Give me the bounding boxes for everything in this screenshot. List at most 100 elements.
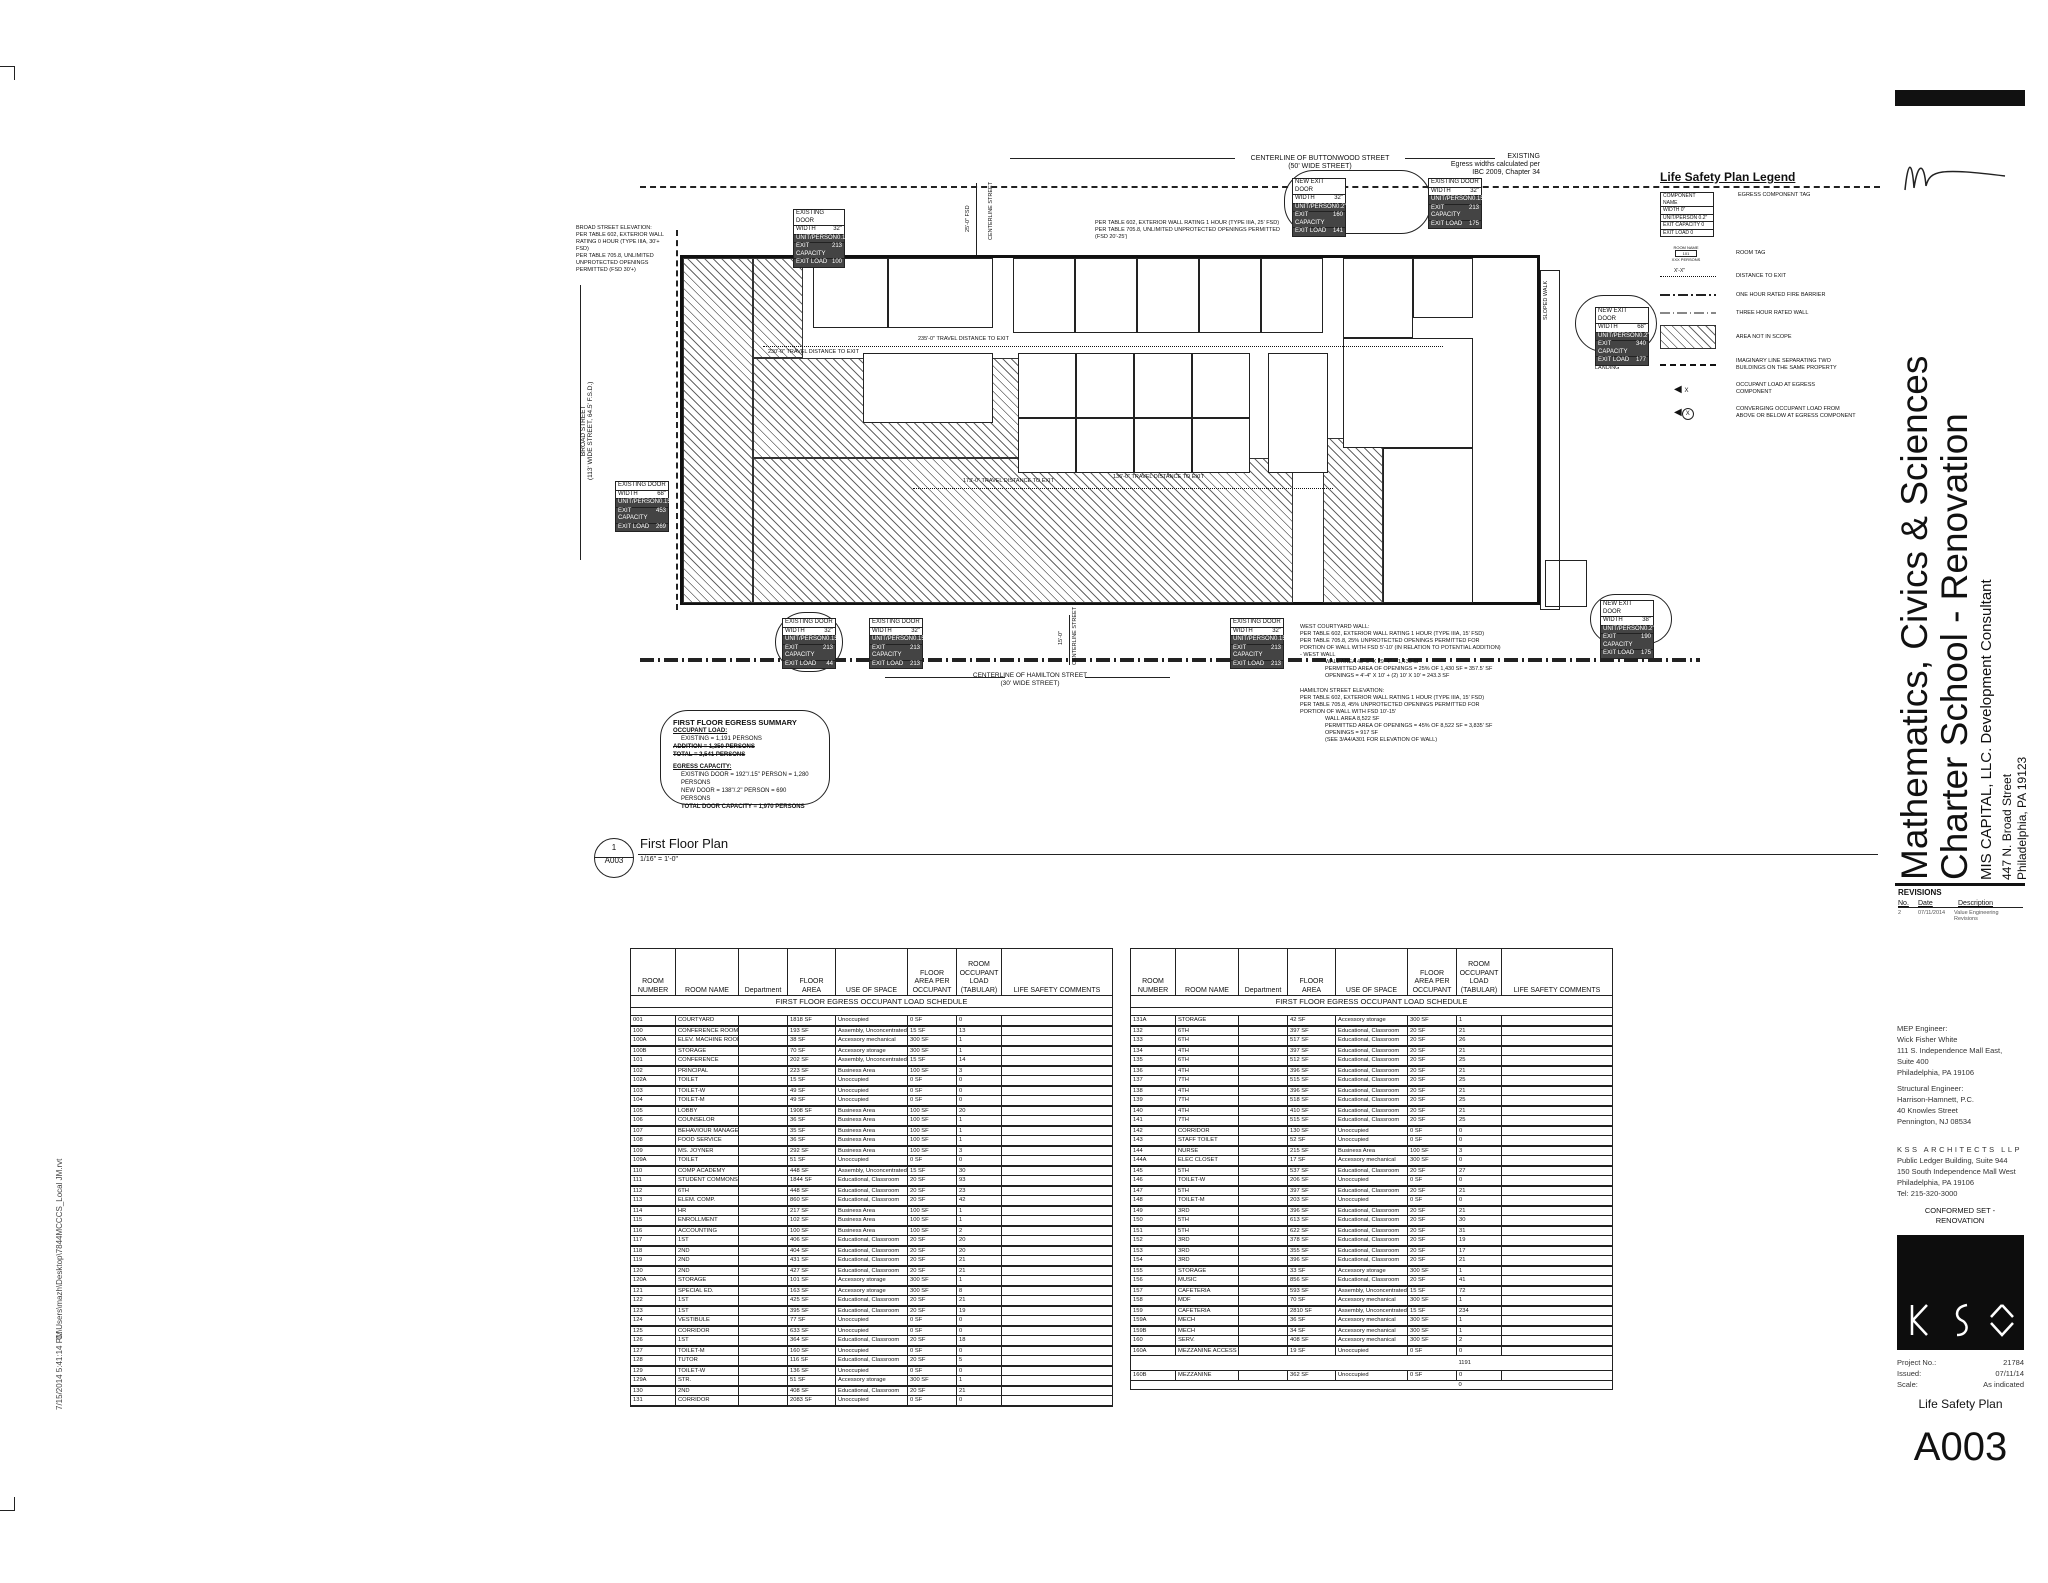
table-cell: TOILET-W [675, 1365, 739, 1376]
table-cell [738, 1165, 788, 1176]
note-line: UNPROTECTED OPENINGS [576, 260, 649, 266]
table-cell [1501, 1045, 1613, 1056]
column-header: LIFE SAFETY COMMENTS [1501, 948, 1613, 996]
table-cell: 20 SF [1407, 1025, 1457, 1036]
tag-name: EXISTING DOOR [785, 619, 833, 625]
table-cell: 131A [1130, 1015, 1176, 1027]
table-cell: CORRIDOR [675, 1325, 739, 1336]
table-cell: Assembly, Unconcentrated [835, 1025, 908, 1036]
note-line: PER TABLE 705.8, 25% UNPROTECTED OPENING… [1300, 638, 1480, 644]
table-cell: Educational, Classroom [835, 1245, 908, 1256]
column-header: USE OF SPACE [1335, 948, 1408, 996]
table-cell: 113 [630, 1195, 676, 1207]
table-cell: Business Area [835, 1135, 908, 1147]
table-cell: 397 SF [1287, 1045, 1336, 1056]
table-cell: CAFETERIA [1175, 1305, 1239, 1316]
table-cell [1238, 1015, 1288, 1027]
table-cell: 15 SF [907, 1165, 957, 1176]
room [863, 353, 993, 423]
table-cell: 2 [1456, 1335, 1502, 1347]
table-cell: 0 [956, 1365, 1002, 1376]
table-cell [1238, 1265, 1288, 1276]
table-cell: 101 SF [787, 1275, 836, 1287]
table-cell: CONFERENCE [675, 1055, 739, 1067]
table-cell: 130 SF [1287, 1125, 1336, 1136]
legend-row: AREA NOT IN SCOPE [1660, 322, 1875, 352]
table-cell: 0 SF [907, 1325, 957, 1336]
table-cell: 1 [1456, 1265, 1502, 1276]
table-cell: Accessory storage [835, 1375, 908, 1387]
table-cell [1238, 1035, 1288, 1047]
bottom-street-label: CENTERLINE OF HAMILTON STREET (30' WIDE … [965, 672, 1095, 687]
table-cell: COURTYARD [675, 1015, 739, 1027]
north-wall-note: PER TABLE 602, EXTERIOR WALL RATING 1 HO… [1095, 220, 1295, 241]
summary-new-door: NEW DOOR = 138"/.2" PERSON = 690 PERSONS [681, 788, 787, 802]
kss-logo [1897, 1235, 2024, 1350]
note-line: PERMITTED (FSD 30'+) [576, 267, 636, 273]
table-cell: 100 SF [907, 1135, 957, 1147]
table-cell: Accessory mechanical [1335, 1315, 1408, 1327]
table-cell: 20 SF [907, 1255, 957, 1267]
top-street-width: (50' WIDE STREET) [1288, 163, 1352, 170]
table-cell: Accessory mechanical [1335, 1335, 1408, 1347]
table-cell [1501, 1185, 1613, 1196]
legend-label: IMAGINARY LINE SEPARATING TWO BUILDINGS … [1736, 358, 1837, 371]
table-cell: 431 SF [787, 1255, 836, 1267]
egress-note-1: Egress widths calculated per [1450, 161, 1540, 168]
summary-title: FIRST FLOOR EGRESS SUMMARY [673, 718, 797, 727]
table-cell [1238, 1285, 1288, 1296]
column-header: FLOOR AREA PER OCCUPANT [1407, 948, 1457, 996]
room [1343, 258, 1413, 338]
table-cell: 203 SF [1287, 1195, 1336, 1207]
table-cell: 0 [1456, 1175, 1502, 1187]
consultant-line: Wick Fisher White [1897, 1035, 1958, 1044]
value: As indicated [1983, 1380, 2024, 1389]
table-cell: 0 [1456, 1370, 1502, 1381]
table-cell: 300 SF [1407, 1335, 1457, 1347]
table-cell: 1 [1456, 1325, 1502, 1336]
table-cell: Accessory storage [835, 1275, 908, 1287]
area-not-in-scope [753, 258, 803, 358]
table-cell: STORAGE [1175, 1265, 1239, 1276]
table-cell: 408 SF [787, 1385, 836, 1396]
table-cell: 21 [956, 1385, 1002, 1396]
legend-row: IMAGINARY LINE SEPARATING TWO BUILDINGS … [1660, 352, 1875, 378]
table-cell: 116 [630, 1225, 676, 1236]
tag-name: NEW EXIT DOOR [1598, 308, 1627, 322]
table-cell: 137 [1130, 1075, 1176, 1087]
table-cell: Accessory storage [835, 1285, 908, 1296]
table-cell: 6TH [1175, 1055, 1239, 1067]
table-cell: 1 [956, 1275, 1002, 1287]
table-cell: 395 SF [787, 1305, 836, 1316]
table-cell [1501, 1035, 1613, 1047]
table-cell [1501, 1225, 1613, 1236]
table-cell [1501, 1275, 1613, 1287]
table-cell: Accessory storage [1335, 1015, 1408, 1027]
schedule-total-row: 0 [1130, 1379, 1613, 1390]
table-cell: 6TH [1175, 1035, 1239, 1047]
table-cell: 427 SF [787, 1265, 836, 1276]
table-cell: Business Area [835, 1145, 908, 1156]
table-cell: 111 [630, 1175, 676, 1187]
table-cell: 4TH [1175, 1045, 1239, 1056]
table-cell: 410 SF [1287, 1105, 1336, 1116]
table-cell [1238, 1135, 1288, 1147]
travel-path [913, 488, 1333, 489]
left-street-width: (113' WIDE STREET, 64.5' F.S.D.) [587, 381, 594, 480]
table-cell: 7TH [1175, 1075, 1239, 1087]
table-cell [1238, 1345, 1288, 1356]
table-cell: 193 SF [787, 1025, 836, 1036]
table-cell: 1 [956, 1125, 1002, 1136]
